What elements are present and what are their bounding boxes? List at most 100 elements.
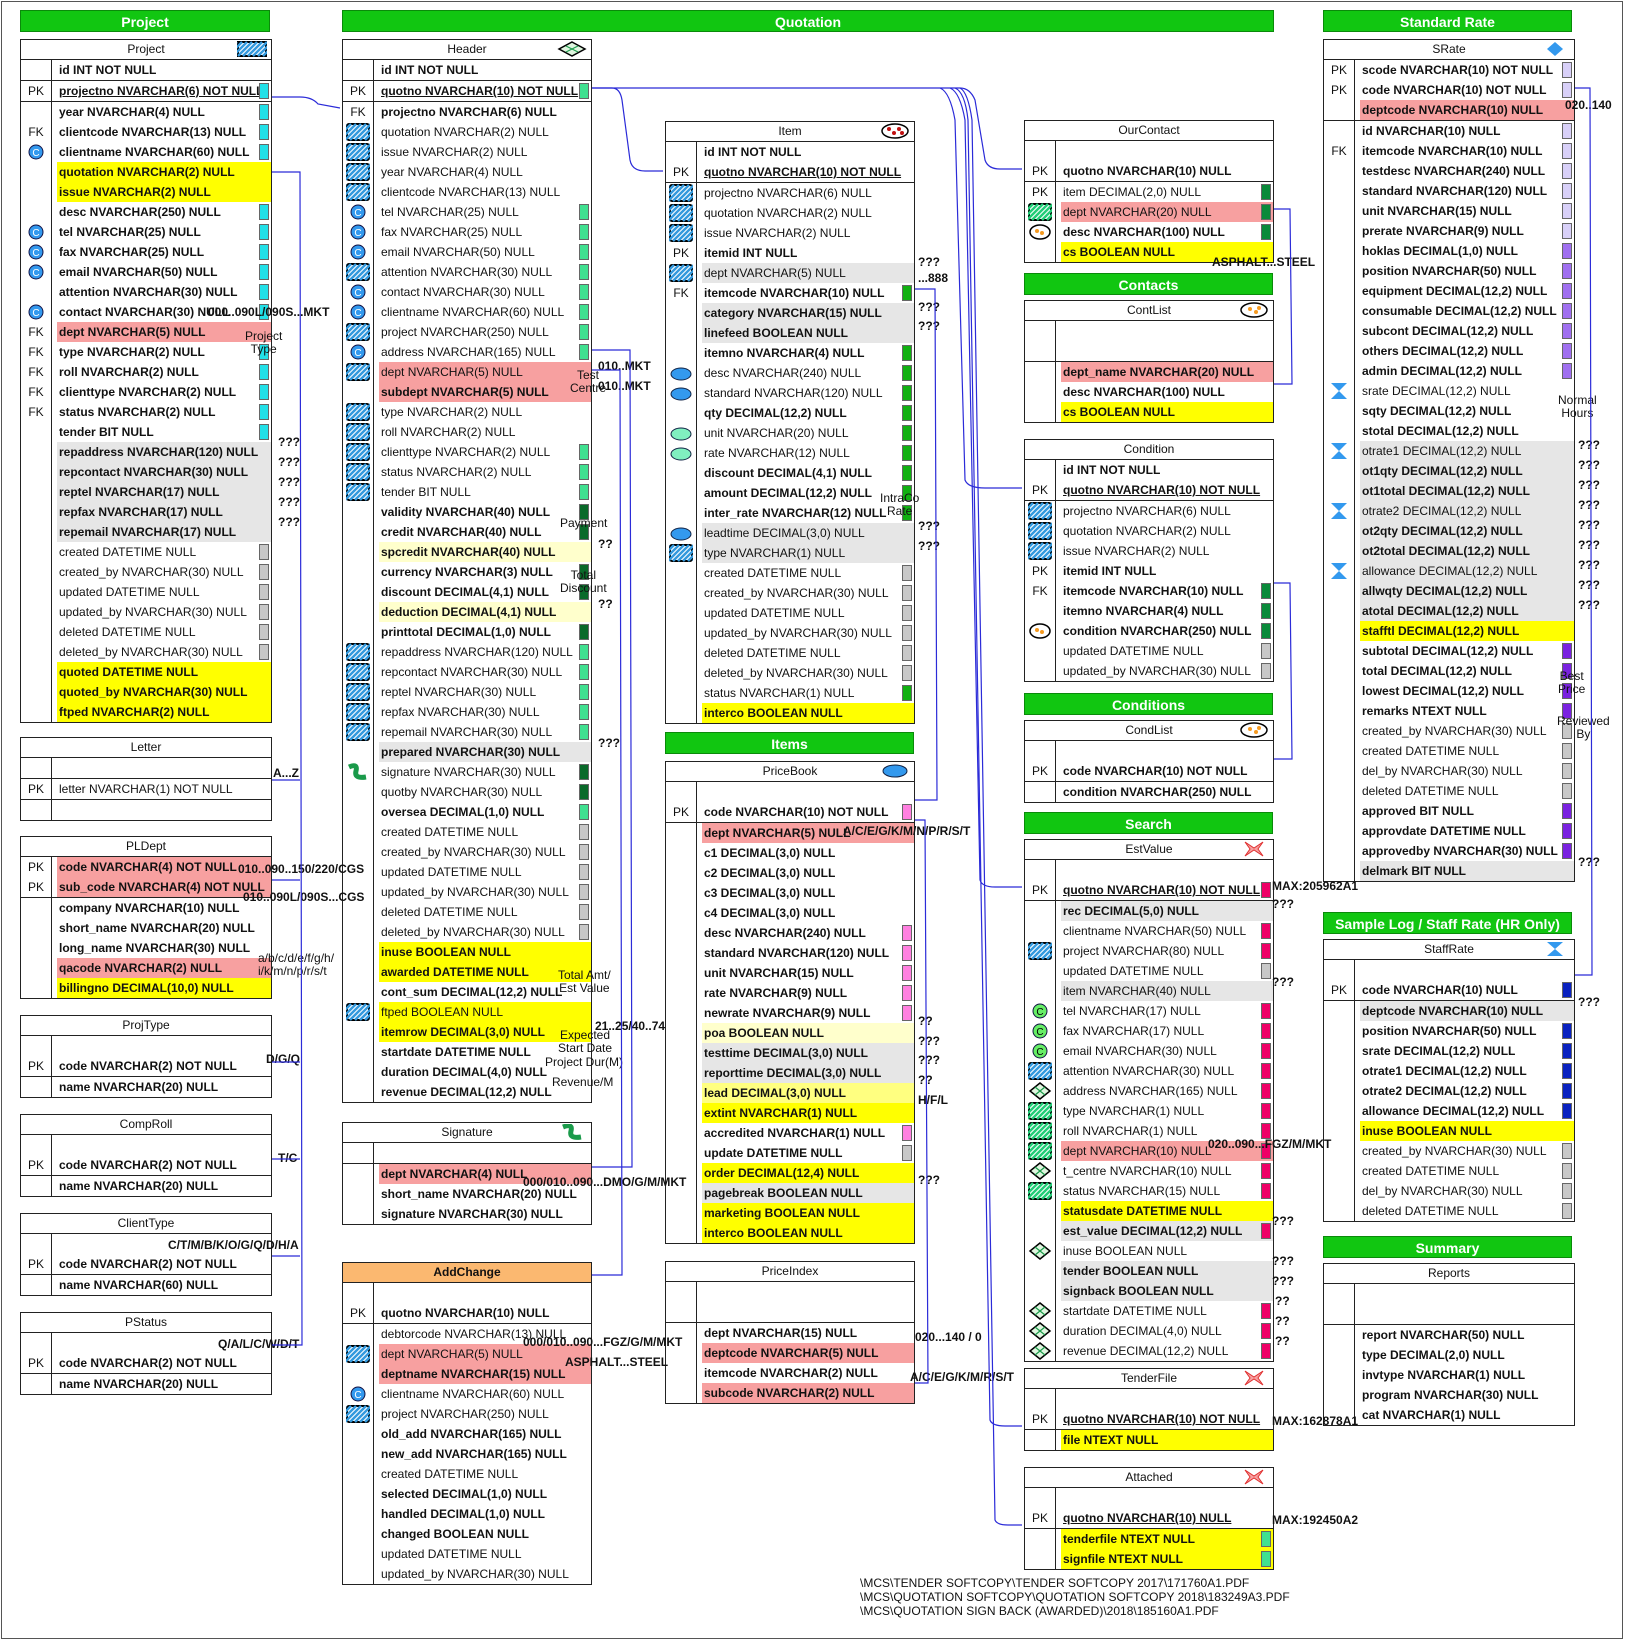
table-row[interactable]: id INT NOT NULL bbox=[343, 60, 591, 81]
table-row[interactable]: linefeed BOOLEAN NULL bbox=[666, 323, 914, 343]
table-row[interactable]: repemail NVARCHAR(30) NULL bbox=[343, 722, 591, 742]
table-row[interactable]: clienttype NVARCHAR(2) NULL bbox=[343, 442, 591, 462]
table-row[interactable]: updated_by NVARCHAR(30) NULL bbox=[1025, 661, 1273, 681]
table-row[interactable] bbox=[1025, 141, 1273, 161]
table-row[interactable]: deleted DATETIME NULL bbox=[1324, 1201, 1574, 1221]
table-row[interactable]: updated DATETIME NULL bbox=[666, 603, 914, 623]
table-row[interactable]: quotation NVARCHAR(2) NULL bbox=[343, 122, 591, 142]
table-row[interactable]: deleted_by NVARCHAR(30) NULL bbox=[21, 642, 271, 662]
table-row[interactable]: deptcode NVARCHAR(5) NULL bbox=[666, 1343, 914, 1363]
table-row[interactable]: repaddress NVARCHAR(120) NULL bbox=[21, 442, 271, 462]
table-row[interactable]: startdate DATETIME NULL bbox=[1025, 1301, 1273, 1321]
table-row[interactable]: name NVARCHAR(20) NULL bbox=[21, 1077, 271, 1097]
table-row[interactable]: signfile NTEXT NULL bbox=[1025, 1549, 1273, 1569]
table-row[interactable]: name NVARCHAR(60) NULL bbox=[21, 1275, 271, 1295]
table-row[interactable]: approvedby NVARCHAR(30) NULL bbox=[1324, 841, 1574, 861]
table-row[interactable]: c4 DECIMAL(3,0) NULL bbox=[666, 903, 914, 923]
table-row[interactable]: year NVARCHAR(4) NULL bbox=[343, 162, 591, 182]
table-row[interactable]: otrate2 DECIMAL(12,2) NULL bbox=[1324, 1081, 1574, 1101]
table-row[interactable] bbox=[21, 758, 271, 779]
table-row[interactable]: leadtime DECIMAL(3,0) NULL bbox=[666, 523, 914, 543]
table-row[interactable]: tenderfile NTEXT NULL bbox=[1025, 1529, 1273, 1549]
table-row[interactable]: interco BOOLEAN NULL bbox=[666, 703, 914, 723]
table-row[interactable]: projectno NVARCHAR(6) NULL bbox=[1025, 501, 1273, 521]
table-row[interactable]: status NVARCHAR(2) NULL bbox=[343, 462, 591, 482]
table-row[interactable]: cat NVARCHAR(1) NULL bbox=[1324, 1405, 1574, 1425]
table-row[interactable]: deleted DATETIME NULL bbox=[343, 902, 591, 922]
table-row[interactable]: ftped NVARCHAR(2) NULL bbox=[21, 702, 271, 722]
table-row[interactable]: roll NVARCHAR(2) NULL bbox=[343, 422, 591, 442]
table-row[interactable] bbox=[1025, 741, 1273, 761]
table-row[interactable]: testtime DECIMAL(3,0) NULL bbox=[666, 1043, 914, 1063]
table-row[interactable]: dept NVARCHAR(5) NULL bbox=[343, 1344, 591, 1364]
table-row[interactable]: itemno NVARCHAR(4) NULL bbox=[1025, 601, 1273, 621]
table-row[interactable]: subcode NVARCHAR(2) NULL bbox=[666, 1383, 914, 1403]
table-row[interactable]: hoklas DECIMAL(1,0) NULL bbox=[1324, 241, 1574, 261]
table-row[interactable]: standard NVARCHAR(120) NULL bbox=[666, 943, 914, 963]
table-row[interactable]: updated DATETIME NULL bbox=[21, 582, 271, 602]
table-row[interactable]: ftped BOOLEAN NULL bbox=[343, 1002, 591, 1022]
table-row[interactable]: del_by NVARCHAR(30) NULL bbox=[1324, 1181, 1574, 1201]
table-row[interactable]: inter_rate NVARCHAR(12) NULL bbox=[666, 503, 914, 523]
table-row[interactable]: created_by NVARCHAR(30) NULL bbox=[666, 583, 914, 603]
table-row[interactable]: subcont DECIMAL(12,2) NULL bbox=[1324, 321, 1574, 341]
table-row[interactable]: year NVARCHAR(4) NULL bbox=[21, 102, 271, 122]
table-row[interactable]: allowance DECIMAL(12,2) NULL bbox=[1324, 561, 1574, 581]
table-row[interactable]: itemno NVARCHAR(4) NULL bbox=[666, 343, 914, 363]
table-row[interactable]: repfax NVARCHAR(17) NULL bbox=[21, 502, 271, 522]
table-row[interactable]: created DATETIME NULL bbox=[343, 822, 591, 842]
table-row[interactable]: tender BIT NULL bbox=[21, 422, 271, 442]
table-row[interactable]: cont_sum DECIMAL(12,2) NULL bbox=[343, 982, 591, 1002]
table-row[interactable] bbox=[1324, 960, 1574, 980]
table-row[interactable]: ot2total DECIMAL(12,2) NULL bbox=[1324, 541, 1574, 561]
table-row[interactable]: changed BOOLEAN NULL bbox=[343, 1524, 591, 1544]
table-row[interactable] bbox=[666, 1302, 914, 1323]
table-row[interactable]: issue NVARCHAR(2) NULL bbox=[666, 223, 914, 243]
table-row[interactable]: prepared NVARCHAR(30) NULL bbox=[343, 742, 591, 762]
table-row[interactable] bbox=[1025, 341, 1273, 362]
table-row[interactable]: created_by NVARCHAR(30) NULL bbox=[1324, 1141, 1574, 1161]
table-row[interactable]: subtotal DECIMAL(12,2) NULL bbox=[1324, 641, 1574, 661]
table-row[interactable]: otrate1 DECIMAL(12,2) NULL bbox=[1324, 441, 1574, 461]
table-row[interactable]: updated_by NVARCHAR(30) NULL bbox=[666, 623, 914, 643]
table-row[interactable]: status NVARCHAR(1) NULL bbox=[666, 683, 914, 703]
table-row[interactable]: dept NVARCHAR(15) NULL bbox=[666, 1323, 914, 1343]
table-row[interactable]: unit NVARCHAR(15) NULL bbox=[1324, 201, 1574, 221]
table-row[interactable]: remarks NTEXT NULL bbox=[1324, 701, 1574, 721]
table-row[interactable]: lowest DECIMAL(12,2) NULL bbox=[1324, 681, 1574, 701]
table-row[interactable]: clientcode NVARCHAR(13) NULL bbox=[343, 182, 591, 202]
table-row[interactable]: issue NVARCHAR(2) NULL bbox=[21, 182, 271, 202]
table-row[interactable]: deleted_by NVARCHAR(30) NULL bbox=[343, 922, 591, 942]
table-row[interactable]: short_name NVARCHAR(20) NULL bbox=[21, 918, 271, 938]
table-row[interactable]: company NVARCHAR(10) NULL bbox=[21, 898, 271, 918]
table-row[interactable]: lead DECIMAL(3,0) NULL bbox=[666, 1083, 914, 1103]
table-row[interactable]: desc NVARCHAR(240) NULL bbox=[666, 363, 914, 383]
table-row[interactable]: qacode NVARCHAR(2) NULL bbox=[21, 958, 271, 978]
